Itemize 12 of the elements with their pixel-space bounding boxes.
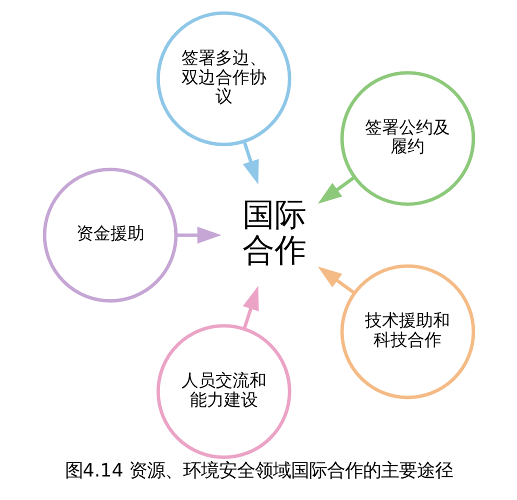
arrow xyxy=(242,140,258,184)
node-circle: 签署公约及履约 xyxy=(340,71,475,206)
node-circle: 人员交流和能力建设 xyxy=(156,324,291,459)
node-circle: 技术援助和科技合作 xyxy=(340,264,475,400)
caption: 图4.14 资源、环境安全领域国际合作的主要途径 xyxy=(64,460,453,482)
node-circle: 资金援助 xyxy=(42,168,178,303)
arrow xyxy=(317,266,355,294)
arrow xyxy=(317,176,355,204)
node-text: 国际合作 xyxy=(242,195,306,269)
arrow xyxy=(176,226,221,244)
node-circle: 签署多边、双边合作协议 xyxy=(156,11,291,146)
arrow xyxy=(242,286,258,330)
